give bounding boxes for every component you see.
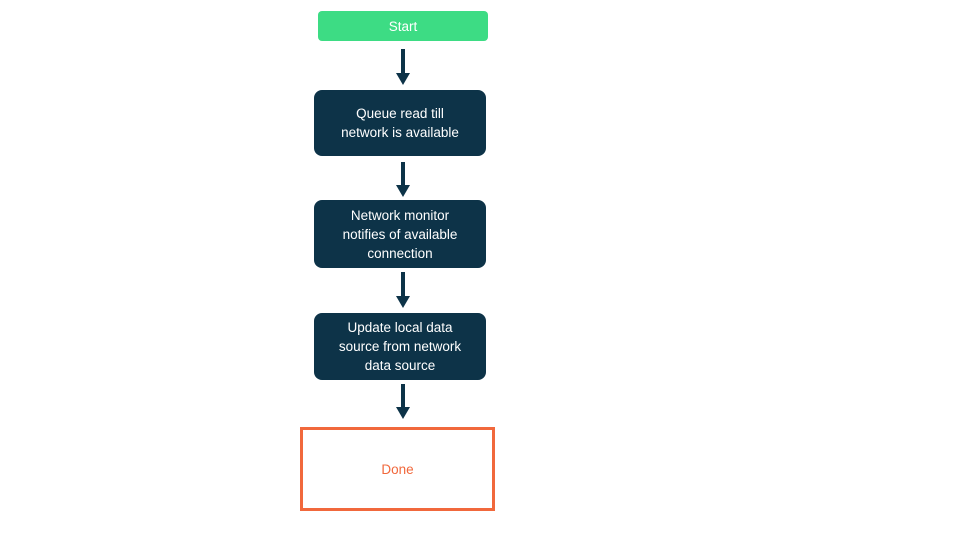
flow-node-network-monitor-label: Network monitor notifies of available co… xyxy=(342,207,458,261)
arrow-head xyxy=(396,185,410,197)
arrow-head xyxy=(396,407,410,419)
arrow-shaft xyxy=(401,49,405,73)
flow-node-start-label: Start xyxy=(388,18,418,34)
flow-node-done: Done xyxy=(300,427,495,511)
flow-node-update-local-data-label: Update local data source from network da… xyxy=(338,320,462,373)
flow-node-queue-read: Queue read till network is available xyxy=(314,90,486,156)
arrow-down-icon xyxy=(396,384,410,419)
arrow-down-icon xyxy=(396,162,410,197)
arrow-head xyxy=(396,73,410,85)
arrow-shaft xyxy=(401,162,405,185)
arrow-head xyxy=(396,296,410,308)
arrow-shaft xyxy=(401,384,405,407)
arrow-down-icon xyxy=(396,272,410,308)
flow-node-update-local-data: Update local data source from network da… xyxy=(314,313,486,380)
flow-node-network-monitor: Network monitor notifies of available co… xyxy=(314,200,486,268)
flow-node-done-label: Done xyxy=(381,461,414,477)
flow-node-start: Start xyxy=(318,11,488,41)
arrow-shaft xyxy=(401,272,405,296)
arrow-down-icon xyxy=(396,49,410,85)
flow-node-queue-read-label: Queue read till network is available xyxy=(341,106,459,140)
